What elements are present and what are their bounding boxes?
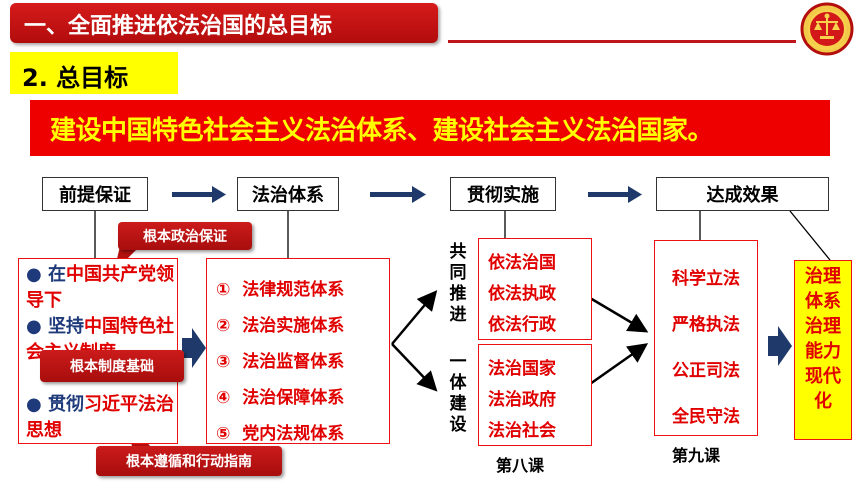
right-arrow-icon bbox=[370, 186, 426, 203]
system-item-3: ③ 法治监督体系 bbox=[216, 347, 344, 372]
stage-implement: 贯彻实施 bbox=[450, 177, 556, 211]
effect-item-1: 科学立法 bbox=[672, 269, 740, 289]
stage-effect: 达成效果 bbox=[656, 177, 829, 211]
vertical-char: 推 bbox=[449, 284, 467, 304]
implement-bottom-item-2: 法治政府 bbox=[488, 390, 556, 410]
caption-lesson-9: 第九课 bbox=[672, 446, 721, 465]
bullet-rest: 习近平法治思想 bbox=[26, 394, 174, 441]
vertical-label-top: 共 同 推 进 bbox=[448, 242, 468, 326]
right-arrow-icon bbox=[172, 186, 226, 203]
effect-item-2: 严格执法 bbox=[672, 315, 740, 335]
bullet-lead: 在 bbox=[47, 264, 66, 285]
emblem-icon bbox=[800, 2, 854, 56]
bullet-dot: ● bbox=[26, 394, 48, 415]
bullet-lead: 坚持 bbox=[47, 316, 84, 337]
header-rule bbox=[448, 40, 796, 43]
header-bar bbox=[10, 3, 438, 43]
caption-lesson-8: 第八课 bbox=[496, 456, 545, 475]
subheading-box bbox=[10, 52, 178, 94]
system-num: ② bbox=[216, 316, 231, 336]
page-title: 一、全面推进依法治国的总目标 bbox=[24, 14, 333, 39]
system-label: 法治监督体系 bbox=[242, 352, 345, 372]
system-label: 党内法规体系 bbox=[242, 424, 345, 444]
result-line: 体系 bbox=[805, 291, 841, 312]
result-line: 治理 bbox=[805, 266, 841, 287]
vertical-char: 一 bbox=[449, 352, 467, 372]
bullet-rest: 中国共产党领导下 bbox=[26, 264, 174, 311]
vertical-label-bottom: 一 体 建 设 bbox=[448, 352, 468, 436]
vertical-char: 体 bbox=[449, 373, 467, 393]
tag-political-guarantee: 根本政治保证 bbox=[118, 222, 252, 250]
vertical-char: 进 bbox=[449, 305, 467, 325]
implement-bottom-item-1: 法治国家 bbox=[488, 359, 556, 379]
system-num: ⑤ bbox=[216, 424, 231, 444]
effect-item-4: 全民守法 bbox=[672, 407, 740, 427]
stage-system: 法治体系 bbox=[237, 177, 339, 211]
tag-institutional-basis: 根本制度基础 bbox=[40, 350, 184, 382]
result-line: 治理 bbox=[805, 316, 841, 337]
premise-bullet-3: ● 贯彻习近平法治思想 bbox=[26, 392, 176, 444]
result-line: 现代 bbox=[805, 366, 841, 387]
block-arrow-icon bbox=[182, 328, 206, 368]
system-num: ④ bbox=[216, 388, 231, 408]
system-item-2: ② 法治实施体系 bbox=[216, 311, 344, 336]
systems-box bbox=[206, 258, 390, 444]
block-arrow-icon bbox=[768, 326, 792, 366]
implement-top-item-3: 依法行政 bbox=[488, 315, 556, 335]
implement-bottom-box bbox=[478, 344, 592, 446]
bullet-lead: 贯彻 bbox=[47, 394, 84, 415]
implement-top-box bbox=[478, 238, 592, 340]
premise-bullet-1: ● 在中国共产党领导下 bbox=[26, 262, 176, 314]
system-item-5: ⑤ 党内法规体系 bbox=[216, 419, 344, 444]
bullet-dot: ● bbox=[26, 316, 48, 337]
stage-premise: 前提保证 bbox=[42, 177, 148, 211]
result-text: 治理 体系 治理 能力 现代 化 bbox=[800, 264, 846, 414]
bullet-dot: ● bbox=[26, 264, 48, 285]
result-line: 化 bbox=[814, 391, 832, 412]
subheading-title: 2. 总目标 bbox=[22, 64, 129, 92]
implement-top-item-1: 依法治国 bbox=[488, 253, 556, 273]
effect-item-3: 公正司法 bbox=[672, 361, 740, 381]
implement-top-item-2: 依法执政 bbox=[488, 284, 556, 304]
system-num: ③ bbox=[216, 352, 231, 372]
result-line: 能力 bbox=[805, 341, 841, 362]
tag-guiding-principle: 根本遵循和行动指南 bbox=[96, 446, 282, 476]
right-arrow-icon bbox=[588, 186, 642, 203]
vertical-char: 设 bbox=[449, 415, 467, 435]
system-label: 法律规范体系 bbox=[242, 280, 345, 300]
implement-bottom-item-3: 法治社会 bbox=[488, 421, 556, 441]
vertical-char: 同 bbox=[449, 263, 467, 283]
system-num: ① bbox=[216, 280, 231, 300]
goal-banner-text: 建设中国特色社会主义法治体系、建设社会主义法治国家。 bbox=[50, 116, 714, 146]
vertical-char: 建 bbox=[449, 394, 467, 414]
system-item-4: ④ 法治保障体系 bbox=[216, 383, 344, 408]
system-item-1: ① 法律规范体系 bbox=[216, 275, 344, 300]
result-box bbox=[794, 260, 852, 440]
vertical-char: 共 bbox=[449, 242, 467, 262]
effects-box bbox=[654, 240, 758, 436]
system-label: 法治实施体系 bbox=[242, 316, 345, 336]
goal-banner bbox=[30, 100, 830, 156]
system-label: 法治保障体系 bbox=[242, 388, 345, 408]
